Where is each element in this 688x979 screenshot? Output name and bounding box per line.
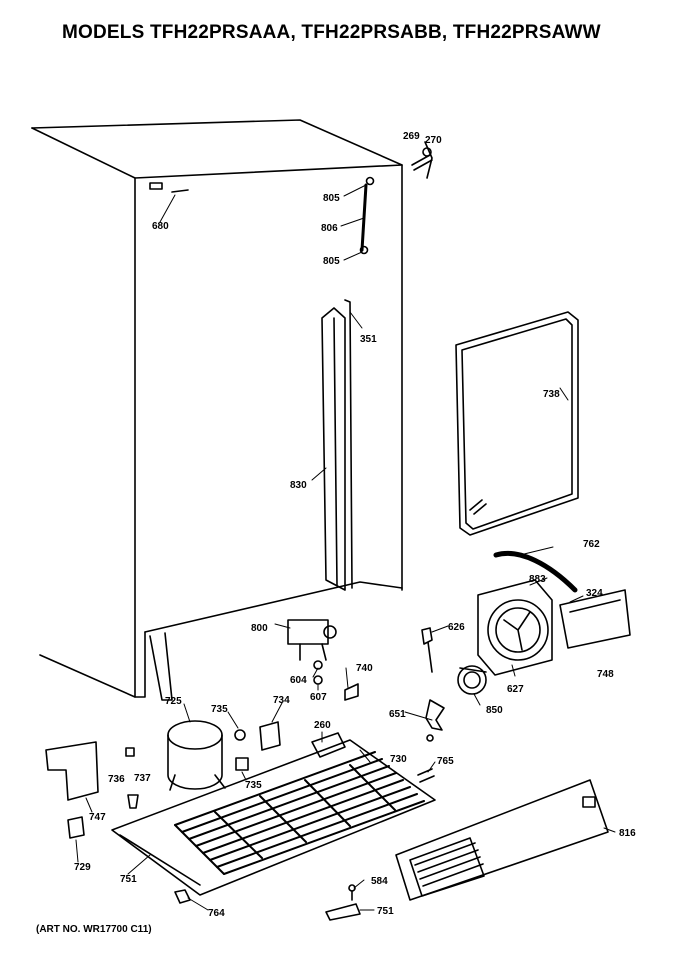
callout-751-pan: 751 (120, 874, 137, 885)
callout-584: 584 (371, 876, 388, 887)
tube-762 (493, 551, 578, 593)
relay-734 (234, 721, 281, 771)
callout-765: 765 (437, 756, 454, 767)
callout-324: 324 (586, 588, 603, 599)
cover-748 (559, 589, 631, 649)
callout-607: 607 (310, 692, 327, 703)
fan-shroud-627 (477, 579, 553, 676)
callout-735-bottom: 735 (245, 780, 262, 791)
misc-729-736-737 (67, 747, 139, 839)
callouts: 269 270 680 805 806 805 351 738 830 762 … (74, 131, 636, 919)
cabinet (31, 119, 403, 701)
misc-584-764-751 (174, 884, 361, 921)
callout-830: 830 (290, 480, 307, 491)
fan-motor-850 (457, 665, 487, 695)
callout-816: 816 (619, 828, 636, 839)
callout-725: 725 (165, 696, 182, 707)
callout-734: 734 (273, 695, 290, 706)
callout-730: 730 (390, 754, 407, 765)
channel-830 (321, 299, 353, 591)
valve-800 (287, 619, 337, 661)
fan-blade-651 (425, 699, 445, 742)
callout-805-bottom: 805 (323, 256, 340, 267)
callout-270: 270 (425, 135, 442, 146)
callout-850: 850 (486, 705, 503, 716)
callout-740: 740 (356, 663, 373, 674)
callout-651: 651 (389, 709, 406, 720)
part-269-270 (411, 141, 433, 179)
callout-747: 747 (89, 812, 106, 823)
callout-626: 626 (448, 622, 465, 633)
base-pan-751 (111, 739, 436, 896)
callout-800: 800 (251, 623, 268, 634)
callout-762: 762 (583, 539, 600, 550)
part-260 (311, 732, 346, 758)
callout-735-top: 735 (211, 704, 228, 715)
small-parts (313, 627, 435, 783)
compressor-725 (167, 720, 226, 791)
gasket-738 (455, 311, 579, 536)
callout-680: 680 (152, 221, 169, 232)
callout-736: 736 (108, 774, 125, 785)
callout-805-top: 805 (323, 193, 340, 204)
callout-748: 748 (597, 669, 614, 680)
callout-351: 351 (360, 334, 377, 345)
callout-764: 764 (208, 908, 225, 919)
art-number: (ART NO. WR17700 C11) (36, 924, 152, 935)
callout-806: 806 (321, 223, 338, 234)
tube-806 (359, 176, 375, 255)
leader-lines (75, 184, 616, 911)
callout-627: 627 (507, 684, 524, 695)
callout-883: 883 (529, 574, 546, 585)
bracket-747 (45, 741, 99, 801)
grille-816 (395, 779, 609, 901)
callout-269: 269 (403, 131, 420, 142)
page-title: MODELS TFH22PRSAAA, TFH22PRSABB, TFH22PR… (62, 22, 601, 43)
callout-260: 260 (314, 720, 331, 731)
callout-751-bracket: 751 (377, 906, 394, 917)
callout-729: 729 (74, 862, 91, 873)
condenser-coil-730 (174, 751, 425, 875)
callout-737: 737 (134, 773, 151, 784)
callout-604: 604 (290, 675, 307, 686)
callout-738: 738 (543, 389, 560, 400)
